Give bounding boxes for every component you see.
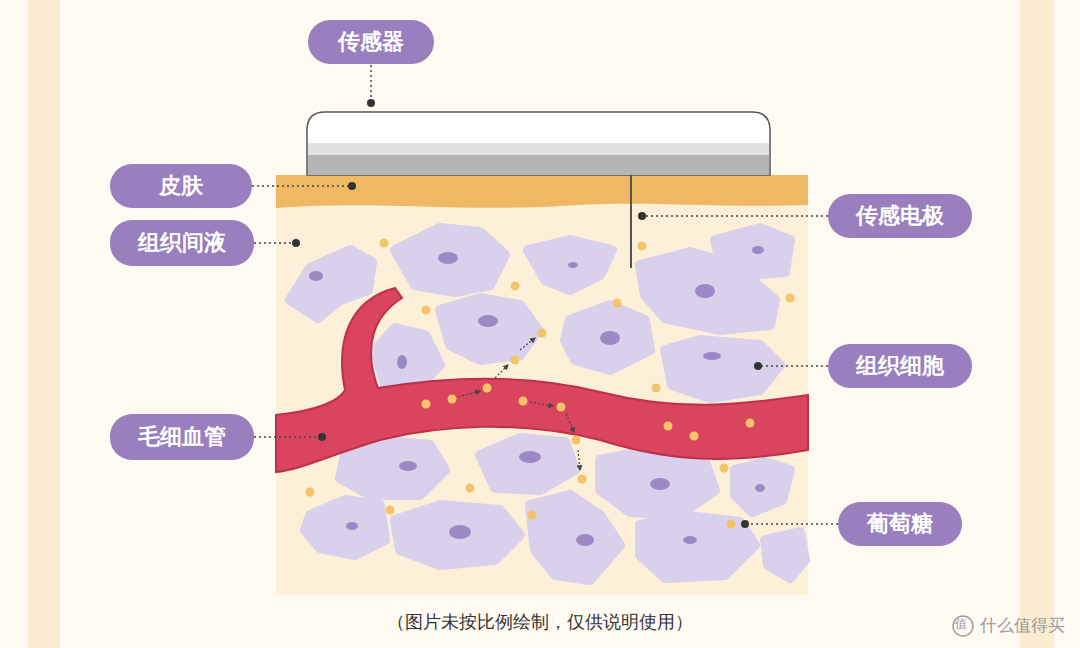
leader-lines [252,65,838,524]
leader-dots [292,99,762,528]
watermark-text: 值 [955,616,967,633]
label-pill: 组织细胞 [828,344,972,388]
watermark-text: 什么值得买 [980,614,1065,637]
label-text: 葡萄糖 [867,509,933,539]
label-pill: 传感电极 [828,194,972,238]
label-text: 传感电极 [856,201,944,231]
label-pill: 皮肤 [110,164,252,208]
glucose-dots [306,239,795,529]
label-text: 皮肤 [159,171,203,201]
label-text: 组织细胞 [856,351,944,381]
sensor-body [307,112,770,175]
watermark-logo [953,616,973,636]
sensor-band [308,143,769,155]
label-pill: 传感器 [308,20,434,64]
label-pill: 葡萄糖 [838,502,962,546]
label-text: 毛细血管 [138,422,226,452]
skin-layer [276,175,808,208]
label-pill: 毛细血管 [110,414,254,460]
label-pill: 组织间液 [110,220,254,266]
tissue-area [276,175,808,595]
sensor-band [308,155,769,175]
capillary [276,288,808,472]
sensor-electrode [630,175,632,268]
label-text: 组织间液 [138,228,226,258]
side-band [28,0,60,648]
side-band [1020,0,1054,648]
caption: （图片未按比例绘制，仅供说明使用） [240,610,840,634]
diffusion-arrows [458,338,580,470]
label-text: 传感器 [338,27,404,57]
